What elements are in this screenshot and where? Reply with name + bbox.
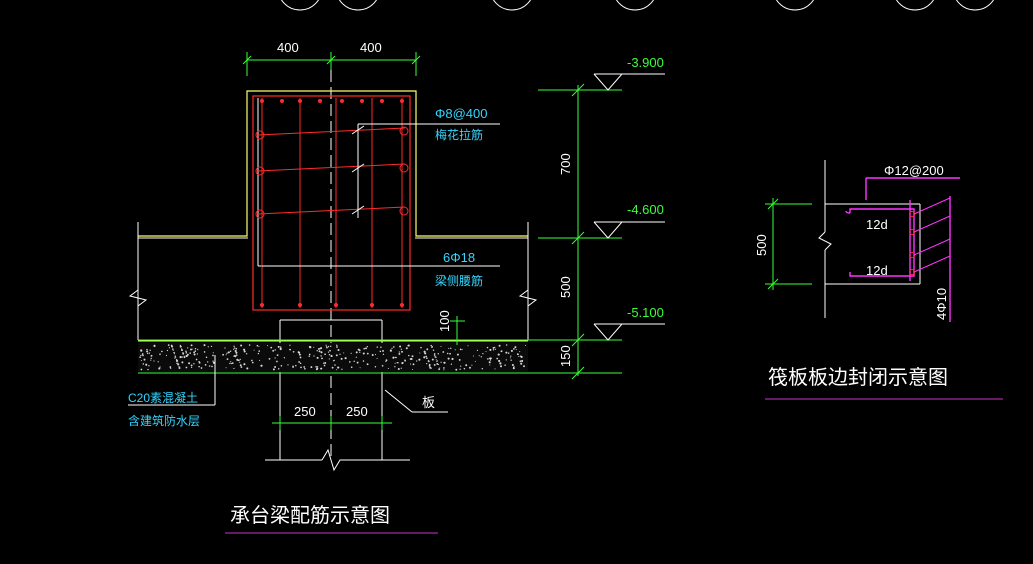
raft-edge-detail: 500 Φ12@200 12d 12d 4Φ10 筏板板边封闭示意图: [754, 160, 1003, 400]
gap-dim-text: 100: [437, 310, 452, 332]
layer-note-1: C20素混凝土: [128, 390, 198, 405]
raft-anchor-bottom: 12d: [866, 263, 888, 278]
elevation-1: -3.900: [627, 55, 664, 70]
elevation-triangles: [593, 73, 665, 341]
top-dimension: [242, 52, 421, 76]
slab-leader: [384, 389, 448, 413]
elevation-3: -5.100: [627, 305, 664, 320]
dim-top-right: 400: [360, 40, 382, 55]
vdim-700: 700: [558, 153, 573, 175]
elevation-2: -4.600: [627, 202, 664, 217]
raft-title: 筏板板边封闭示意图: [768, 366, 948, 389]
raft-anchor-top: 12d: [866, 217, 888, 232]
pile-outline: [265, 319, 410, 472]
elevation-system: -3.900 -4.600 -5.100 700 500 150: [538, 55, 665, 380]
slab-label: 板: [422, 395, 435, 410]
raft-side-leaders: [913, 197, 951, 273]
layer-leader: [128, 355, 216, 406]
stirrup-spec: Φ8@400: [435, 106, 488, 121]
layer-note-2: 含建筑防水层: [128, 413, 200, 428]
raft-height-dim: [765, 198, 812, 290]
beam-outline: [138, 90, 528, 237]
axis-bubbles: [280, 0, 995, 11]
waist-rebar-spec: 6Φ18: [443, 250, 475, 265]
pile-dim-right: 250: [346, 404, 368, 419]
tie-bars: [255, 126, 409, 219]
vertical-rebars: [261, 98, 403, 308]
vdim-500: 500: [558, 276, 573, 298]
pile-dim-left: 250: [294, 404, 316, 419]
gap-dimension: [450, 316, 465, 345]
stirrup-box: [252, 95, 411, 311]
vdim-150: 150: [558, 345, 573, 367]
raft-u-bars: [845, 177, 960, 322]
stirrup-leader: [262, 123, 500, 267]
rebar-dots: [260, 99, 404, 307]
pile-cap-beam-section: 400 400: [128, 40, 622, 534]
vertical-dim-lines: [538, 83, 622, 380]
main-title: 承台梁配筋示意图: [230, 504, 390, 527]
raft-side-rebar: 4Φ10: [934, 288, 949, 320]
raft-height-text: 500: [754, 234, 769, 256]
raft-outline: [818, 160, 921, 318]
stirrup-note: 梅花拉筋: [435, 127, 483, 142]
pile-dimension: [272, 416, 392, 430]
waist-rebar-note: 梁侧腰筋: [435, 273, 483, 288]
raft-rebar-spec: Φ12@200: [884, 163, 944, 178]
dim-top-left: 400: [277, 40, 299, 55]
concrete-hatch: [139, 344, 527, 371]
